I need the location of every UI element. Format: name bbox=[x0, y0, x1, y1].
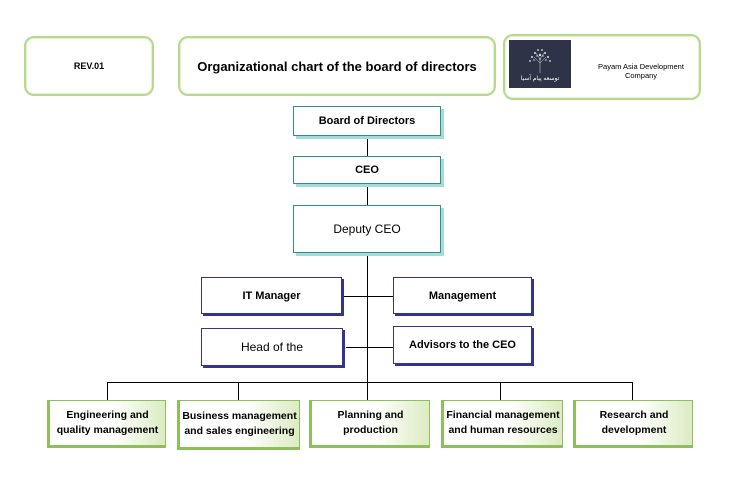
connector-spine bbox=[367, 136, 368, 383]
dept-engineering-box: Engineering and quality management bbox=[47, 400, 166, 448]
management-box: Management bbox=[393, 277, 532, 314]
dept-planning-label: Planning and production bbox=[337, 409, 404, 436]
connector-row2 bbox=[346, 347, 396, 348]
it-manager-label: IT Manager bbox=[242, 289, 301, 302]
connector-dept-2 bbox=[238, 382, 239, 400]
connector-dept-5 bbox=[632, 382, 633, 400]
dept-research-label: Research and development bbox=[599, 409, 669, 436]
deputy-ceo-label: Deputy CEO bbox=[333, 222, 401, 236]
dept-financial-label: Financial management and human resources bbox=[446, 409, 560, 436]
title-box: Organizational chart of the board of dir… bbox=[178, 36, 496, 96]
dept-business-box: Business management and sales engineerin… bbox=[177, 400, 300, 450]
dept-planning-box: Planning and production bbox=[309, 400, 430, 448]
advisors-label: Advisors to the CEO bbox=[409, 339, 516, 351]
dept-research-box: Research and development bbox=[573, 400, 693, 448]
tree-logo-icon bbox=[529, 49, 551, 73]
company-box: توسعه پیام آسیا Payam Asia Development C… bbox=[503, 34, 701, 100]
company-logo: توسعه پیام آسیا bbox=[509, 40, 571, 88]
revision-label: REV.01 bbox=[73, 61, 105, 71]
board-of-directors-label: Board of Directors bbox=[318, 115, 416, 127]
management-label: Management bbox=[428, 289, 497, 302]
ceo-box: CEO bbox=[293, 156, 441, 184]
head-of-label: Head of the bbox=[240, 340, 304, 354]
connector-dept-bus bbox=[107, 382, 633, 383]
board-of-directors-box: Board of Directors bbox=[293, 106, 441, 136]
connector-row1 bbox=[344, 296, 394, 297]
connector-dept-1 bbox=[107, 382, 108, 400]
ceo-label: CEO bbox=[355, 164, 379, 176]
dept-business-label: Business management and sales engineerin… bbox=[182, 410, 297, 437]
connector-dept-4 bbox=[500, 382, 501, 400]
connector-dept-3 bbox=[367, 382, 368, 400]
logo-text: توسعه پیام آسیا bbox=[520, 76, 560, 82]
head-of-box: Head of the bbox=[201, 328, 343, 366]
dept-financial-box: Financial management and human resources bbox=[441, 400, 563, 448]
revision-box: REV.01 bbox=[24, 36, 154, 96]
deputy-ceo-box: Deputy CEO bbox=[293, 205, 441, 253]
page-title: Organizational chart of the board of dir… bbox=[197, 58, 477, 74]
company-name: Payam Asia Development Company bbox=[598, 62, 684, 80]
dept-engineering-label: Engineering and quality management bbox=[56, 409, 159, 436]
it-manager-box: IT Manager bbox=[201, 277, 342, 314]
advisors-box: Advisors to the CEO bbox=[393, 326, 532, 364]
